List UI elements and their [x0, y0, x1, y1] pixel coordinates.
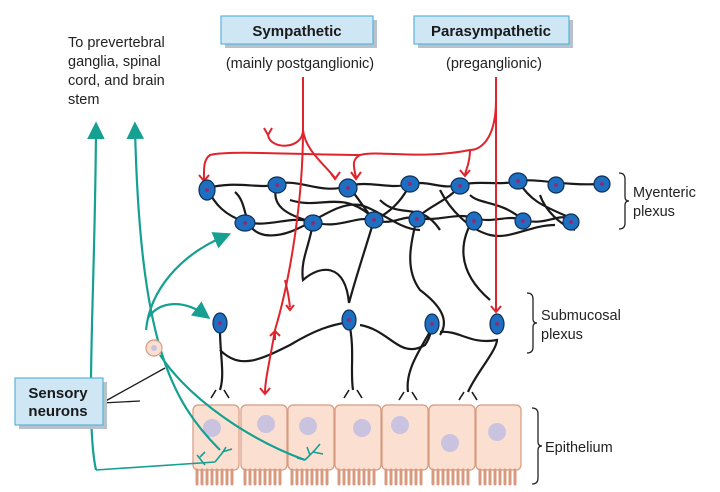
parasympathetic-label: Parasympathetic: [431, 23, 551, 40]
submucosal-neurons: [212, 309, 505, 335]
epithelial-cell: [287, 404, 335, 471]
epithelial-cell: [475, 404, 522, 471]
svg-text:neurons: neurons: [28, 403, 87, 420]
svg-text:ganglia, spinal: ganglia, spinal: [68, 54, 161, 70]
svg-text:Sensory: Sensory: [28, 385, 88, 402]
sensory-cell-body: [145, 339, 163, 357]
svg-text:To prevertebral: To prevertebral: [68, 35, 165, 51]
svg-text:cord, and brain: cord, and brain: [68, 73, 165, 89]
submucosal-brace: Submucosal plexus: [526, 292, 621, 354]
epithelial-cell: [428, 404, 476, 471]
epithelium-cells: [192, 404, 522, 486]
epithelial-cell: [240, 404, 288, 471]
myenteric-brace: Myenteric plexus: [618, 172, 696, 230]
sensory-fibers: [87, 121, 324, 471]
svg-text:Epithelium: Epithelium: [545, 440, 613, 456]
epithelium-brace: Epithelium: [531, 407, 613, 485]
svg-text:Myenteric: Myenteric: [633, 185, 696, 201]
sympathetic-fibers: [259, 77, 341, 396]
epithelial-cell: [381, 404, 429, 471]
parasympathetic-sublabel: (preganglionic): [446, 56, 542, 72]
parasympathetic-label-box: Parasympathetic: [413, 15, 573, 48]
svg-text:plexus: plexus: [541, 327, 583, 343]
svg-text:Submucosal: Submucosal: [541, 308, 621, 324]
enteric-neuron-network: [206, 179, 602, 401]
sympathetic-label-box: Sympathetic: [220, 15, 377, 48]
epithelial-cell: [334, 404, 382, 471]
parasympathetic-fibers: [198, 77, 502, 314]
neuron-nuclei: [205, 179, 604, 326]
myenteric-neurons: [198, 172, 611, 232]
sensory-neurons-label-box: Sensory neurons: [14, 367, 166, 429]
sympathetic-label: Sympathetic: [252, 23, 341, 40]
svg-text:plexus: plexus: [633, 204, 675, 220]
sympathetic-sublabel: (mainly postganglionic): [226, 56, 374, 72]
svg-text:stem: stem: [68, 92, 99, 108]
afferent-destination-text: To prevertebral ganglia, spinal cord, an…: [68, 35, 165, 108]
